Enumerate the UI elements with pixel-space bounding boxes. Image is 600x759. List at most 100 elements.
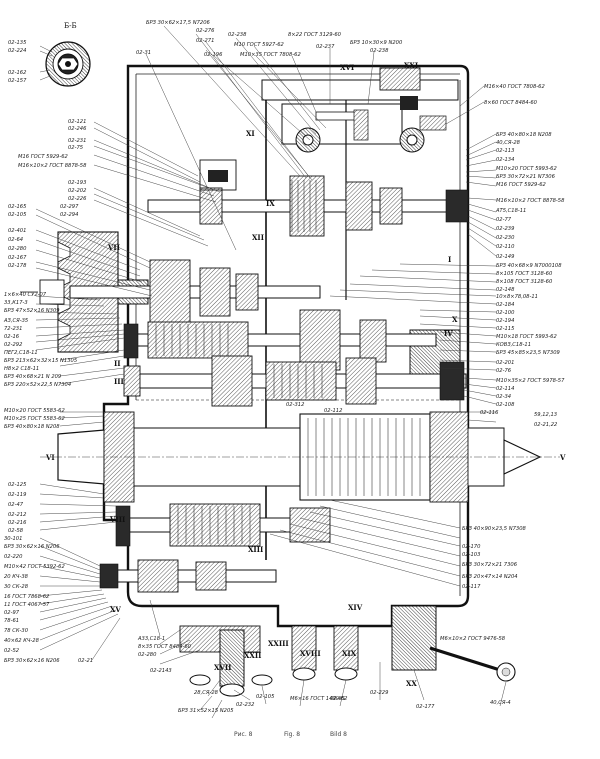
part-label: 02-97: [4, 610, 20, 616]
part-label: АТ5,С18-11: [495, 208, 526, 214]
part-label: 72-231: [4, 326, 22, 332]
part-label: 02-184: [496, 302, 514, 308]
part-label: 02-108: [496, 402, 515, 408]
part-label: M16 ГОСТ 5929-62: [18, 154, 68, 160]
part-label: 02-178: [8, 263, 27, 269]
shaft-numeral: IX: [266, 199, 275, 208]
part-label: 02-135: [8, 40, 27, 46]
shaft-numeral: XVI: [340, 63, 354, 72]
part-label: 02-77: [496, 217, 512, 223]
part-label: БРЗ 220×52×22,5 N7304: [4, 382, 71, 388]
shaft-numeral: II: [114, 359, 121, 368]
part-label: 02-2143: [150, 668, 172, 674]
part-label: 02-229: [370, 690, 388, 696]
part-label: 02-105: [256, 694, 275, 700]
shaft-numeral: XIV: [348, 603, 363, 612]
part-label: 02-100: [496, 310, 515, 316]
part-label: 78-61: [4, 618, 19, 624]
part-label: 02-297: [60, 204, 79, 210]
shaft-numeral: XX: [406, 679, 417, 688]
part-label: 02-47: [8, 502, 24, 508]
caption-eng: Fig. 8: [284, 731, 300, 738]
part-label: 40,СЯ-28: [496, 140, 521, 146]
control-levers: [179, 605, 516, 697]
part-label: 02-294: [60, 212, 78, 218]
shaft-ii: [123, 309, 437, 371]
part-label: БРЗ 30×72×21 N7306: [496, 174, 556, 180]
part-label: 02-216: [8, 520, 27, 526]
part-label: БРЗ 10×30×9 N200: [350, 40, 403, 46]
part-label: 02-239: [496, 226, 514, 232]
part-label: 02-149: [496, 254, 514, 260]
part-label: 02-112: [324, 408, 342, 414]
shaft-numeral: XI: [246, 129, 255, 138]
labels-left: 02-135 02-224 02-162 02-157 02-121 02-24…: [3, 40, 93, 664]
part-label: 40,СЯ-4: [490, 700, 511, 706]
part-label: A33,С18-1: [137, 636, 165, 642]
part-label: 02-64: [8, 237, 23, 243]
part-label: БРЗ 40×68×21 N 209: [4, 374, 61, 380]
part-label: 02-194: [496, 318, 514, 324]
part-label: 02-162: [8, 70, 26, 76]
part-label: M10×42 ГОСТ 5392-62: [4, 564, 65, 570]
shaft-viii: [99, 503, 331, 593]
part-label: M10×35×2 ГОСТ 5978-57: [496, 378, 565, 384]
shaft-markers: I II III IV V VI VII VIII IX X XI XII XI…: [45, 61, 566, 688]
caption-ger: Bild 8: [330, 731, 347, 738]
part-label: БРЗ 40×68×9 N7000108: [496, 263, 562, 269]
part-label: 02-110: [496, 244, 515, 250]
part-label: 30-101: [4, 536, 22, 542]
part-label: 8×35 ГОСТ 8484-60: [138, 644, 192, 650]
shaft-numeral: XVIII: [300, 649, 321, 658]
part-label: 02-238: [228, 32, 247, 38]
labels-bottom: 02-312 02-112 A33,С18-1 8×35 ГОСТ 8484-6…: [137, 402, 511, 714]
part-label: 02-148: [496, 287, 515, 293]
part-label: 02-116: [480, 410, 499, 416]
part-label: 02-117: [462, 584, 481, 590]
part-label: 02-52: [4, 648, 19, 654]
part-label: M16×40 ГОСТ 7808-62: [484, 84, 545, 90]
part-label: 02-119: [8, 492, 26, 498]
part-label: БРЗ 40×90×23,5 N7308: [462, 526, 527, 532]
part-label: 02-16: [4, 334, 20, 340]
part-label: БРЗ 30×72×21 7306: [462, 562, 518, 568]
part-label: 02-134: [496, 157, 514, 163]
part-label: 02-31: [136, 50, 151, 56]
part-label: 02-276: [196, 28, 215, 34]
part-label: 02-196: [204, 52, 223, 58]
shaft-numeral: XIX: [342, 649, 357, 658]
part-label: M6×10×2 ГОСТ 9476-58: [440, 636, 506, 642]
part-label: 11 ГОСТ 4067-57: [4, 602, 50, 608]
part-label: 30 СК-28: [4, 584, 29, 590]
shaft-numeral: V: [559, 453, 566, 462]
part-label: БРЗ 47×52×16 N309: [4, 308, 60, 314]
shaft-numeral: XIII: [248, 545, 263, 554]
part-label: 33,К17-3: [4, 300, 28, 306]
shaft-numeral: XVII: [214, 663, 231, 672]
part-label: 02-201: [496, 360, 514, 366]
part-label: БРЗ 30×62×16 N206: [4, 658, 60, 664]
part-label: БРЗ 30×62×17,5 N7206: [146, 20, 211, 26]
part-label: БРЗ 30×62×16 N206: [4, 544, 60, 550]
labels-right: M16×40 ГОСТ 7808-62 8×60 ГОСТ 8484-60 БР…: [462, 84, 565, 590]
part-label: ПЕГ2,С18-11: [4, 350, 38, 356]
part-label: M16 ГОСТ 5929-62: [496, 182, 546, 188]
part-label: 02-21,22: [534, 422, 557, 428]
part-label: 02-271: [196, 38, 214, 44]
section-detail-bb: Б-Б: [45, 22, 91, 87]
part-label: M10×35 ГОСТ 7808-62: [240, 52, 301, 58]
part-label: 1×6×40 СУ2-07: [4, 292, 47, 298]
part-label: M16×10×2 ГОСТ 8878-58: [496, 198, 565, 204]
part-label: 02-231: [68, 138, 86, 144]
part-label: M10×20 ГОСТ 5583-62: [4, 408, 65, 414]
part-label: 02-237: [316, 44, 335, 50]
caption-rus: Рис. 8: [234, 731, 253, 738]
part-label: 02-193: [68, 180, 86, 186]
input-pulley: [20, 231, 321, 353]
part-label: 8×108 ГОСТ 3128-60: [496, 279, 553, 285]
part-label: 02-167: [8, 255, 27, 261]
leader-lines-bottom: [149, 599, 507, 719]
part-label: 28,СЯ-28: [194, 690, 219, 696]
part-label: БРЗ 213×62×32×15 N1305: [4, 358, 78, 364]
part-label: 02-202: [68, 188, 86, 194]
